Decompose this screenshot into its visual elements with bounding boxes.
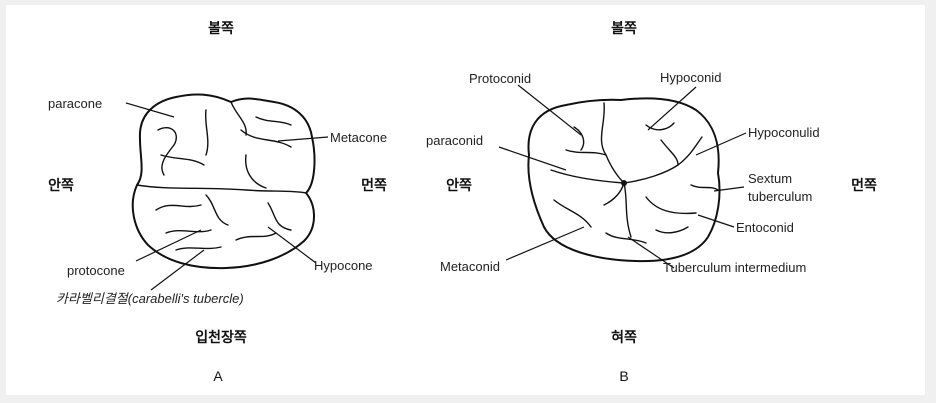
panel-b-leaders <box>499 85 746 268</box>
figure-frame: 볼쪽 안쪽 먼쪽 입천장쪽 A pa <box>6 5 925 395</box>
paraconid-leader <box>499 147 566 170</box>
upper-molar-grooves <box>137 102 306 250</box>
label-metaconid: Metaconid <box>440 259 500 274</box>
panel-a-top-direction: 볼쪽 <box>208 21 234 37</box>
panel-a-left-direction: 안쪽 <box>48 177 74 194</box>
metacone-leader <box>278 137 328 141</box>
label-entoconid: Entoconid <box>736 220 794 235</box>
hypoconulid-leader <box>696 133 746 155</box>
label-tuberculum-intermedium: Tuberculum intermedium <box>663 260 806 275</box>
tooth-occlusal-diagram: 볼쪽 안쪽 먼쪽 입천장쪽 A pa <box>6 5 925 395</box>
lower-molar-outline <box>528 98 719 261</box>
label-hypocone: Hypocone <box>314 258 373 273</box>
protoconid-leader <box>518 85 581 135</box>
paracone-leader <box>126 103 174 117</box>
panel-a: 볼쪽 안쪽 먼쪽 입천장쪽 A pa <box>48 21 387 384</box>
carabelli-leader <box>151 250 204 290</box>
panel-b-bottom-direction: 혀쪽 <box>611 329 637 346</box>
panel-b-left-direction: 안쪽 <box>446 177 472 194</box>
panel-a-right-direction: 먼쪽 <box>361 177 387 194</box>
label-tuberculum: tuberculum <box>748 189 812 204</box>
label-sextum: Sextum <box>748 171 792 186</box>
label-hypoconulid: Hypoconulid <box>748 125 820 140</box>
hypoconid-leader <box>648 87 696 130</box>
panel-a-caption: A <box>213 368 223 384</box>
label-protoconid: Protoconid <box>469 71 531 86</box>
panel-a-leaders <box>126 103 328 290</box>
central-fossa-pit <box>621 180 627 186</box>
label-hypoconid: Hypoconid <box>660 70 721 85</box>
metaconid-leader <box>506 227 584 260</box>
panel-b: 볼쪽 안쪽 먼쪽 혀쪽 B <box>426 21 877 384</box>
label-paraconid: paraconid <box>426 133 483 148</box>
label-protocone: protocone <box>67 263 125 278</box>
lower-molar-grooves <box>551 103 718 243</box>
panel-b-right-direction: 먼쪽 <box>851 177 877 194</box>
label-metacone: Metacone <box>330 130 387 145</box>
panel-b-top-direction: 볼쪽 <box>611 21 637 37</box>
sextum-tuberculum-leader <box>714 187 744 191</box>
protocone-leader <box>136 230 201 261</box>
panel-b-caption: B <box>619 368 628 384</box>
panel-a-bottom-direction: 입천장쪽 <box>195 329 247 346</box>
label-paracone: paracone <box>48 96 102 111</box>
label-carabelli-tubercle: 카라벨리결절(carabelli's tubercle) <box>56 291 244 306</box>
